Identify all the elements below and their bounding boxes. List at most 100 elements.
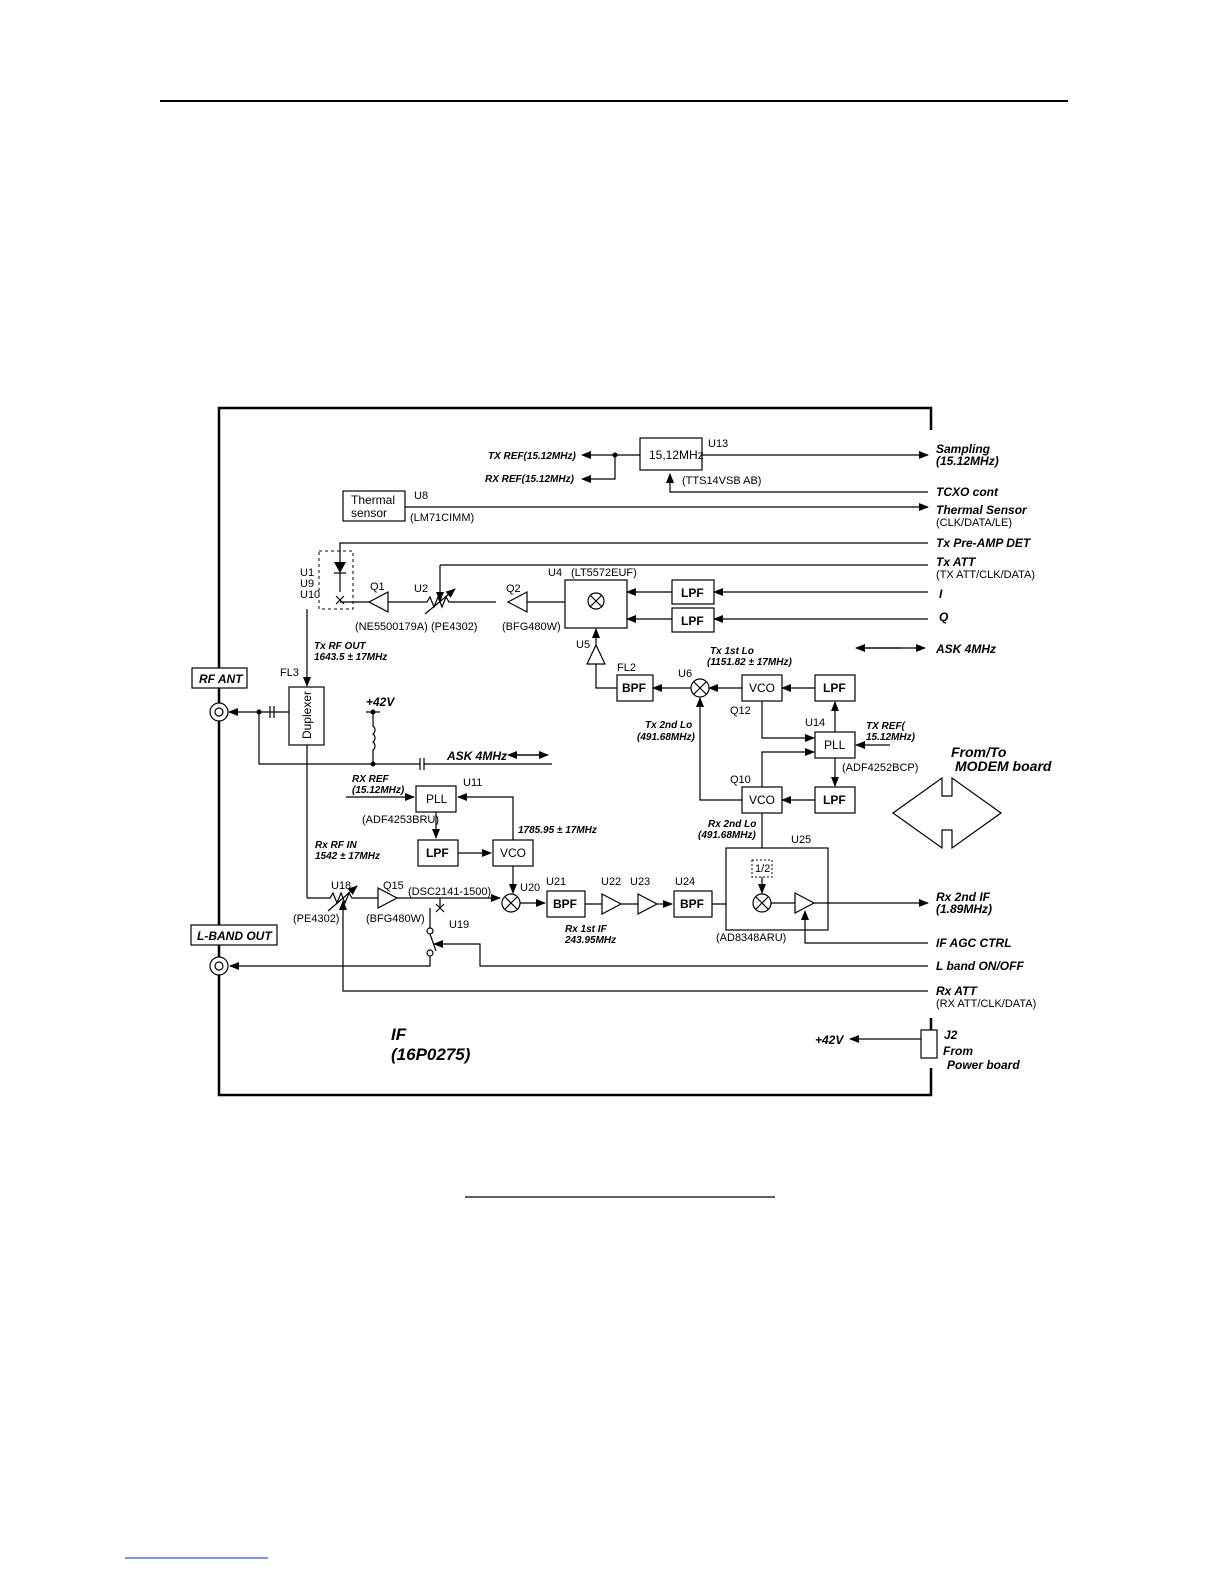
part-u14: (ADF4252BCP) xyxy=(842,762,918,774)
modem-board-double-arrow-icon xyxy=(891,776,1003,850)
label-rx-2nd-lo-2: (491.68MHz) xyxy=(698,830,756,841)
sig-thermal-2: (CLK/DATA/LE) xyxy=(936,517,1012,529)
board-name-2: (16P0275) xyxy=(391,1045,471,1064)
sig-from-power-2: Power board xyxy=(947,1058,1020,1072)
u21-bpf-box xyxy=(546,890,586,918)
sig-rxatt-2: (RX ATT/CLK/DATA) xyxy=(936,998,1036,1010)
lpf-tx-loop-label: LPF xyxy=(823,681,846,695)
detector-diode-icon xyxy=(334,562,346,573)
tcxo-box xyxy=(639,437,703,471)
thermal-label-1: Thermal xyxy=(351,493,395,507)
q15-amp-icon xyxy=(377,887,399,909)
lpf-rx-loop-label: LPF xyxy=(823,793,846,807)
label-v42: +42V xyxy=(366,695,395,709)
label-tx-rf-out-1: Tx RF OUT xyxy=(314,641,367,652)
inductor-icon xyxy=(372,712,376,764)
ref-u18: U18 xyxy=(331,880,351,892)
ref-u13: U13 xyxy=(708,438,728,450)
sig-sampling-2: (15.12MHz) xyxy=(936,454,999,468)
q12-vco-box xyxy=(741,674,783,702)
q10-vco-label: VCO xyxy=(749,793,775,807)
u25-demod-box xyxy=(725,847,829,931)
label-tx-ref: TX REF(15.12MHz) xyxy=(488,451,576,462)
label-rx-ref-1: RX REF xyxy=(352,774,390,785)
coupler-cross-icon xyxy=(335,595,345,605)
sig-rxatt-1: Rx ATT xyxy=(936,984,978,998)
ref-u9: U9 xyxy=(300,578,314,590)
sig-rx2if-2: (1.89MHz) xyxy=(936,902,992,916)
sig-ifagc: IF AGC CTRL xyxy=(936,936,1012,950)
ref-u23: U23 xyxy=(630,876,650,888)
ref-q12: Q12 xyxy=(730,705,751,717)
label-tx-ref-pll-2: 15.12MHz) xyxy=(866,732,916,743)
part-q2: (BFG480W) xyxy=(502,621,561,633)
label-f1785: 1785.95 ± 17MHz xyxy=(518,825,597,836)
ref-q1: Q1 xyxy=(370,581,385,593)
ref-u21: U21 xyxy=(546,876,566,888)
modem-label-2: MODEM board xyxy=(955,758,1052,774)
u14-pll-label: PLL xyxy=(824,738,846,752)
sig-q: Q xyxy=(939,610,949,624)
tx-preamp-line xyxy=(339,542,928,562)
ref-q10: Q10 xyxy=(730,774,751,786)
ref-u1: U1 xyxy=(300,567,314,579)
ref-u5: U5 xyxy=(576,639,590,651)
u11-pll-label: PLL xyxy=(426,792,448,806)
tcxo-cont-line xyxy=(666,473,928,493)
q12-vco-label: VCO xyxy=(749,681,775,695)
ref-u8: U8 xyxy=(414,490,428,502)
part-u25: (AD8348ARU) xyxy=(716,932,786,944)
u18-attenuator-icon xyxy=(307,891,378,905)
thermal-label-2: sensor xyxy=(351,506,387,520)
lpf-rx-pll-box xyxy=(417,839,459,867)
u21-bpf-label: BPF xyxy=(553,897,577,911)
u25-amp-icon xyxy=(794,892,816,914)
sig-lband: L band ON/OFF xyxy=(936,959,1024,973)
fl2-bpf-box xyxy=(616,674,654,702)
if-agc-line xyxy=(801,910,928,944)
ref-u24: U24 xyxy=(675,876,695,888)
rf-ant-label: RF ANT xyxy=(199,672,244,686)
lpf-rx-pll-label: LPF xyxy=(426,846,449,860)
j2-connector[interactable] xyxy=(920,1029,938,1059)
ref-q15: Q15 xyxy=(383,880,404,892)
label-rx-ref: RX REF(15.12MHz) xyxy=(485,474,575,485)
part-u4: (LT5572EUF) xyxy=(571,567,637,579)
part-u8: (LM71CIMM) xyxy=(410,512,474,524)
label-ask-mid: ASK 4MHz xyxy=(446,749,507,763)
board-name-1: IF xyxy=(391,1025,407,1044)
u23-amp-icon xyxy=(637,893,659,915)
lpf-i-label: LPF xyxy=(681,586,704,600)
sig-txatt-2: (TX ATT/CLK/DATA) xyxy=(936,569,1035,581)
ref-fl3: FL3 xyxy=(280,667,299,679)
lband-out-line xyxy=(229,956,431,970)
sig-rx2if-1: Rx 2nd IF xyxy=(936,890,991,904)
ref-u25: U25 xyxy=(791,834,811,846)
lband-out-label: L-BAND OUT xyxy=(197,929,273,943)
part-q1: (NE5500179A) xyxy=(355,621,428,633)
sig-thermal-1: Thermal Sensor xyxy=(936,503,1028,517)
label-tx-2nd-lo-2: (491.68MHz) xyxy=(637,732,695,743)
lpf-q-label: LPF xyxy=(681,614,704,628)
ref-u11: U11 xyxy=(463,777,482,789)
lpf-tx-loop-box xyxy=(814,674,856,702)
ref-u14: U14 xyxy=(805,717,825,729)
part-u13: (TTS14VSB AB) xyxy=(682,475,761,487)
ref-u4: U4 xyxy=(548,567,562,579)
ant-capacitor-icon xyxy=(269,706,275,718)
u2-attenuator-icon xyxy=(420,595,496,609)
u24-bpf-label: BPF xyxy=(680,897,704,911)
rx-vco-label: VCO xyxy=(500,846,526,860)
tx-2nd-lo-line xyxy=(696,697,742,801)
lband-out-label-box xyxy=(190,924,278,946)
label-tx-1st-lo-1: Tx 1st Lo xyxy=(710,646,754,657)
u11-pll-box xyxy=(415,785,457,813)
sig-tcxo: TCXO cont xyxy=(936,485,999,499)
part-u18: (PE4302) xyxy=(293,913,339,925)
label-rx-1st-if-2: 243.95MHz xyxy=(564,935,616,946)
label-rx-rf-in-1: Rx RF IN xyxy=(315,840,357,851)
ref-u2: U2 xyxy=(414,583,428,595)
q2-amp-icon xyxy=(506,591,528,613)
ref-fl2: FL2 xyxy=(617,662,636,674)
